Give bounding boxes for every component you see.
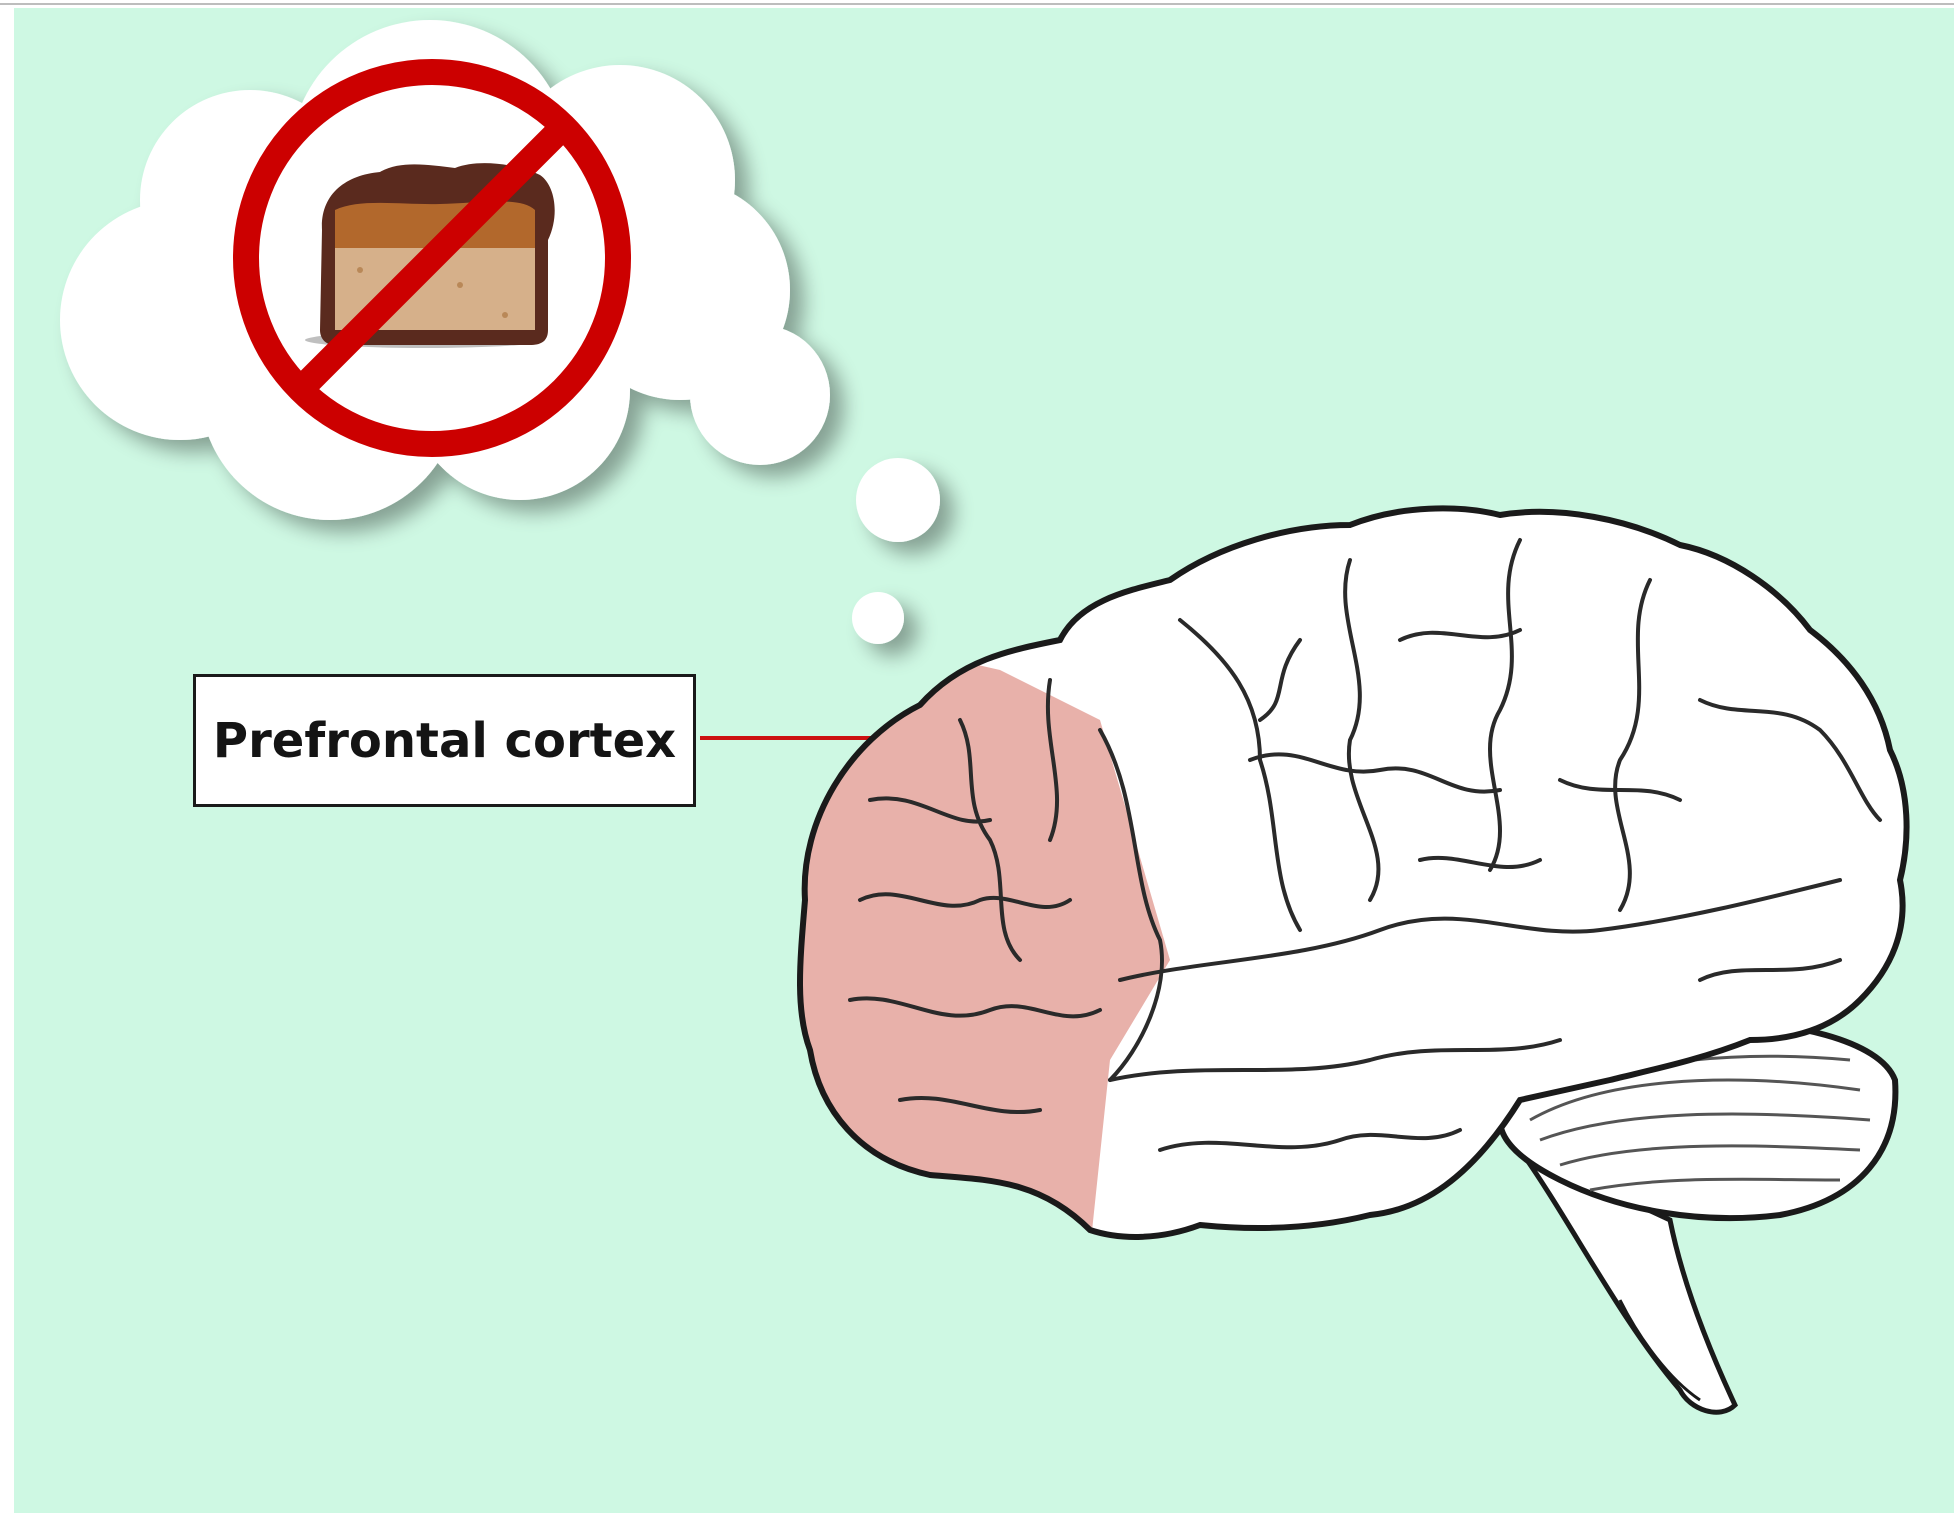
prefrontal-cortex-label: Prefrontal cortex [193,674,696,807]
label-text: Prefrontal cortex [213,713,676,769]
